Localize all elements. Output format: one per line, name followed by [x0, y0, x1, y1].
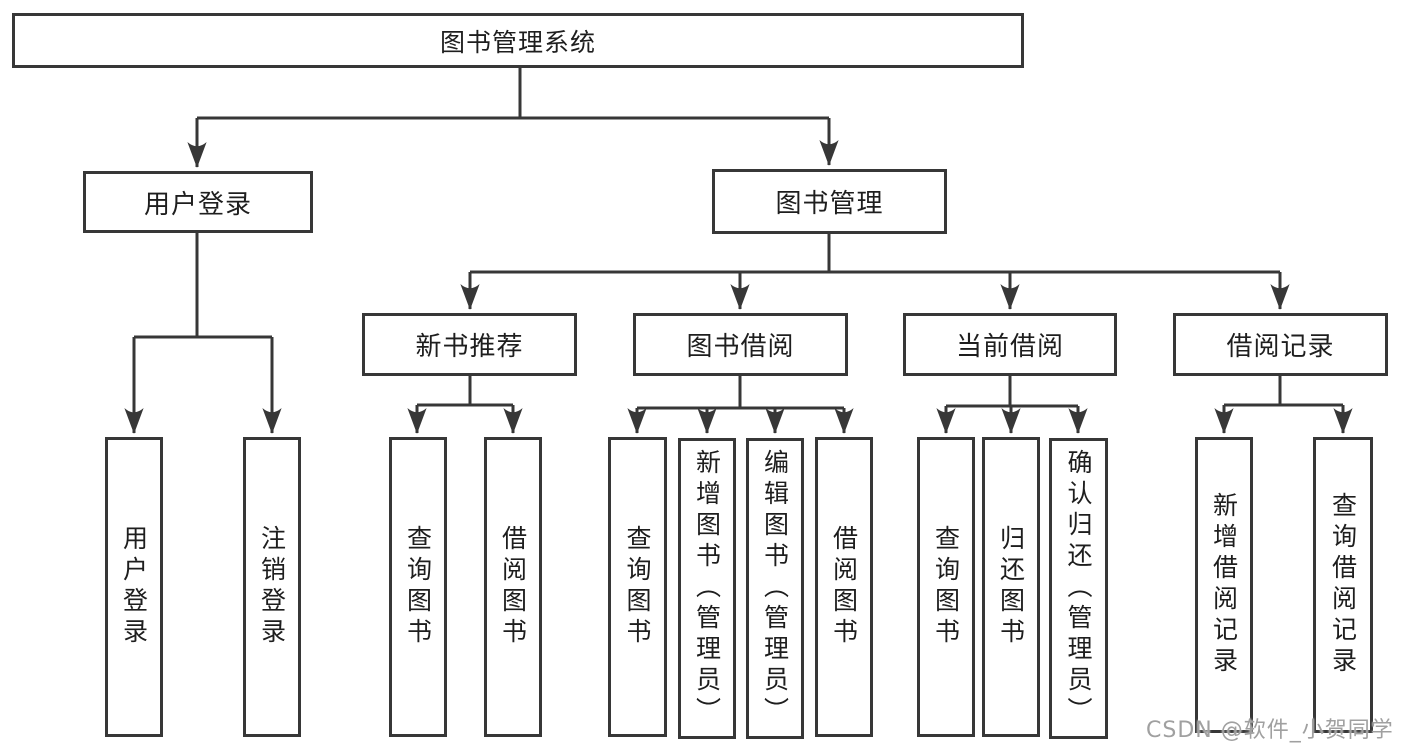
node-current-borrow: 当前借阅	[903, 313, 1117, 376]
leaf-bb-query-book-label: 查询图书	[623, 525, 652, 649]
node-new-book-recommend: 新书推荐	[362, 313, 577, 376]
leaf-rec-borrow-book: 借阅图书	[484, 437, 542, 737]
leaf-br-query-record-label: 查询借阅记录	[1328, 492, 1358, 678]
node-user-login-label: 用户登录	[143, 189, 252, 220]
leaf-cb-return-book: 归还图书	[982, 437, 1040, 737]
leaf-rec-query-book-label: 查询图书	[403, 525, 433, 649]
node-book-management: 图书管理	[712, 169, 947, 234]
leaf-br-query-record: 查询借阅记录	[1313, 437, 1373, 733]
leaf-bb-borrow-book-label: 借阅图书	[829, 525, 859, 649]
leaf-cb-return-book-label: 归还图书	[996, 525, 1026, 649]
node-book-management-label: 图书管理	[775, 189, 884, 219]
node-book-borrow: 图书借阅	[633, 313, 848, 376]
node-root-system: 图书管理系统	[12, 13, 1024, 68]
node-book-borrow-label: 图书借阅	[686, 332, 795, 362]
leaf-user-login-label: 用户登录	[119, 525, 149, 649]
leaf-cb-confirm-return: 确认归还（管理员）	[1049, 438, 1108, 739]
leaf-bb-add-book: 新增图书（管理员）	[678, 438, 736, 739]
node-new-book-recommend-label: 新书推荐	[415, 332, 524, 362]
leaf-br-add-record-label: 新增借阅记录	[1209, 492, 1239, 678]
node-current-borrow-label: 当前借阅	[955, 332, 1064, 362]
node-user-login: 用户登录	[83, 171, 313, 233]
leaf-cb-query-book-label: 查询图书	[931, 525, 961, 649]
leaf-bb-edit-book: 编辑图书（管理员）	[746, 438, 804, 739]
leaf-bb-query-book: 查询图书	[608, 437, 667, 737]
leaf-rec-borrow-book-label: 借阅图书	[498, 525, 528, 649]
leaf-logout-label: 注销登录	[257, 525, 287, 649]
leaf-bb-add-book-label: 新增图书（管理员）	[692, 449, 722, 728]
leaf-bb-borrow-book: 借阅图书	[815, 437, 873, 737]
csdn-watermark: CSDN @软件_小贺同学	[1146, 718, 1394, 743]
leaf-bb-edit-book-label: 编辑图书（管理员）	[760, 449, 790, 728]
node-borrow-record-label: 借阅记录	[1226, 332, 1335, 362]
leaf-cb-query-book: 查询图书	[917, 437, 975, 737]
node-root-system-label: 图书管理系统	[439, 27, 596, 57]
leaf-rec-query-book: 查询图书	[389, 437, 447, 737]
leaf-user-login: 用户登录	[105, 437, 163, 737]
leaf-cb-confirm-return-label: 确认归还（管理员）	[1064, 449, 1093, 728]
leaf-br-add-record: 新增借阅记录	[1195, 437, 1253, 733]
node-borrow-record: 借阅记录	[1173, 313, 1388, 376]
leaf-logout: 注销登录	[243, 437, 301, 737]
